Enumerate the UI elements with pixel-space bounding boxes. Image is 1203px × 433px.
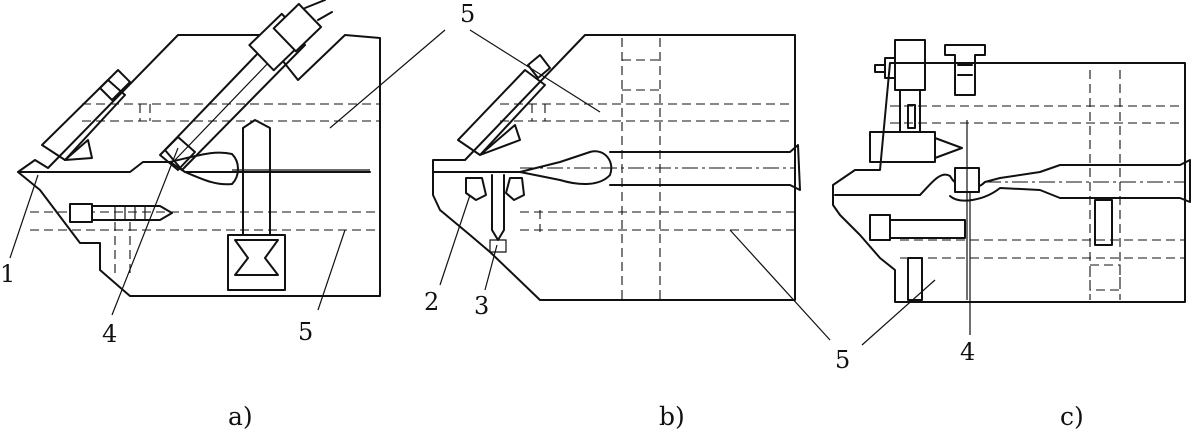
panel-a-hidden-pin	[114, 222, 131, 275]
label-5-shared: 5	[835, 346, 850, 374]
caption-b: b)	[659, 402, 685, 431]
panel-b-leader-5-bottom	[729, 229, 831, 341]
panel-b-runner	[609, 144, 801, 191]
panel-b-clamp	[457, 54, 551, 156]
panel-c-bottom-stop	[907, 257, 923, 301]
panel-c-leader-5	[861, 279, 936, 346]
panel-a-leader-5-bottom	[317, 229, 346, 311]
panel-a-hidden-upper	[82, 103, 380, 122]
panel-a-ejector-head	[227, 234, 286, 291]
panel-a-leader-5-top	[329, 29, 446, 129]
panel-b-gate-right	[505, 177, 525, 201]
panel-b-gate-left	[465, 177, 487, 201]
label-1: 1	[0, 260, 15, 288]
panel-b-pin-3-tip	[489, 239, 507, 253]
panel-a: 1 4 5 a)	[0, 0, 446, 431]
panel-b-pin-3	[491, 174, 505, 241]
panel-a-leader-1	[9, 174, 39, 259]
panel-a-screw-shank	[91, 205, 173, 221]
panel-b-leader-2	[439, 194, 471, 286]
panel-a-body-outline	[17, 34, 381, 297]
panel-c-motor	[874, 39, 926, 91]
panel-c: 4 c)	[832, 39, 1191, 431]
panel-b-hidden-lower	[520, 210, 795, 232]
label-4-c: 4	[960, 338, 975, 366]
panel-c-body-outline	[832, 62, 1186, 303]
panel-a-parting-line	[17, 161, 371, 173]
panel-b-leader-3	[484, 244, 498, 291]
panel-c-hidden-lower	[900, 239, 1185, 259]
caption-c: c)	[1060, 402, 1084, 431]
panel-c-parting-line	[834, 159, 1191, 203]
panel-b-leader-5-top	[469, 29, 601, 113]
panel-a-screw-head	[69, 203, 93, 223]
panel-b-hidden-vertical	[621, 38, 661, 300]
panel-b-hidden-upper	[500, 103, 795, 122]
panel-a-screw-thread	[114, 206, 146, 220]
caption-a: a)	[228, 402, 253, 431]
panel-a-leader-4	[111, 147, 179, 316]
label-2: 2	[424, 288, 439, 316]
label-4-a: 4	[102, 320, 117, 348]
panel-a-runner	[169, 151, 239, 186]
panel-b: 5 2 3 5 b)	[424, 0, 850, 431]
panel-c-hidden-vertical	[1089, 70, 1121, 300]
panel-c-hidden-upper	[890, 105, 1185, 124]
panel-b-parting-line	[432, 150, 613, 185]
label-3: 3	[474, 292, 489, 320]
label-5-top: 5	[460, 0, 475, 28]
panel-c-motor-shaft	[899, 89, 921, 133]
panel-c-knob	[944, 44, 986, 96]
panel-c-locator-2	[869, 214, 966, 241]
label-5-a: 5	[298, 318, 313, 346]
panel-c-side-tab	[1094, 199, 1113, 246]
panel-a-clamp	[41, 69, 131, 161]
panel-a-ejector-pin	[242, 119, 271, 236]
panel-a-bolt	[159, 0, 333, 171]
